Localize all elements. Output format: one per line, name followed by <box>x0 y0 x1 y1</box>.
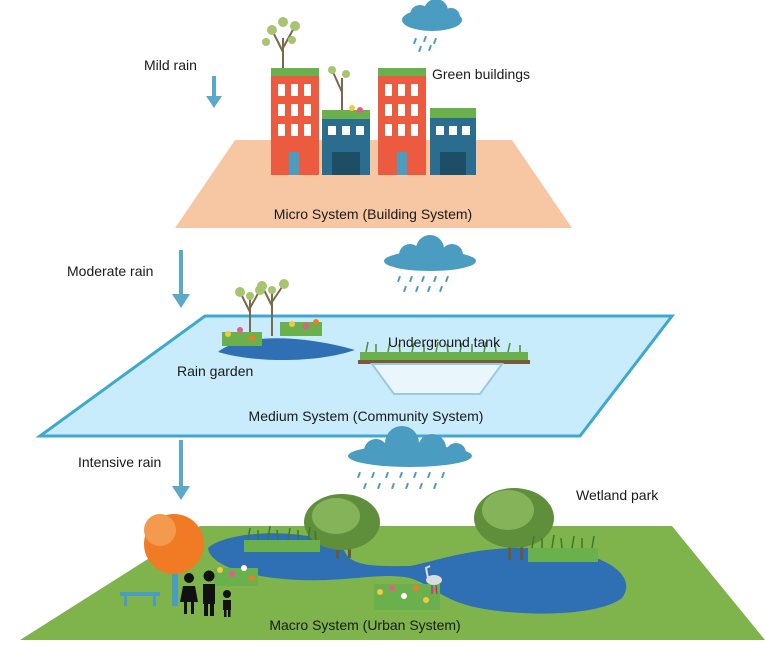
medium-system-platform <box>35 314 676 438</box>
moderate-rain-arrow <box>172 250 190 308</box>
mild-rain-arrow <box>206 76 222 108</box>
green-buildings-illustration <box>262 17 476 175</box>
family-icon <box>180 570 231 617</box>
mild-rain-label: Mild rain <box>144 57 197 73</box>
rain-garden-illustration <box>218 279 355 361</box>
medium-system-label: Medium System (Community System) <box>249 408 484 424</box>
wetland-tree-icon <box>304 494 380 558</box>
cloud-icon <box>348 426 472 490</box>
flowers-illustration <box>214 565 440 610</box>
reeds-illustration <box>244 525 598 562</box>
intensive-rain-label: Intensive rain <box>78 454 161 470</box>
rain-garden-label: Rain garden <box>177 363 253 379</box>
micro-system-label: Micro System (Building System) <box>274 206 472 222</box>
bench-icon <box>120 592 160 606</box>
wetland-park-label: Wetland park <box>576 487 659 503</box>
macro-system-label: Macro System (Urban System) <box>269 617 460 633</box>
intensive-rain-arrow <box>172 440 190 500</box>
moderate-rain-label: Moderate rain <box>67 263 153 279</box>
cloud-icon <box>384 235 476 293</box>
green-buildings-label: Green buildings <box>432 66 530 82</box>
orange-tree-icon <box>144 514 204 606</box>
wetland-tree-icon <box>474 488 554 560</box>
underground-tank-label: Underground tank <box>388 334 501 350</box>
underground-tank-illustration <box>358 341 530 395</box>
cloud-icon <box>402 0 462 53</box>
heron-icon <box>424 565 442 595</box>
